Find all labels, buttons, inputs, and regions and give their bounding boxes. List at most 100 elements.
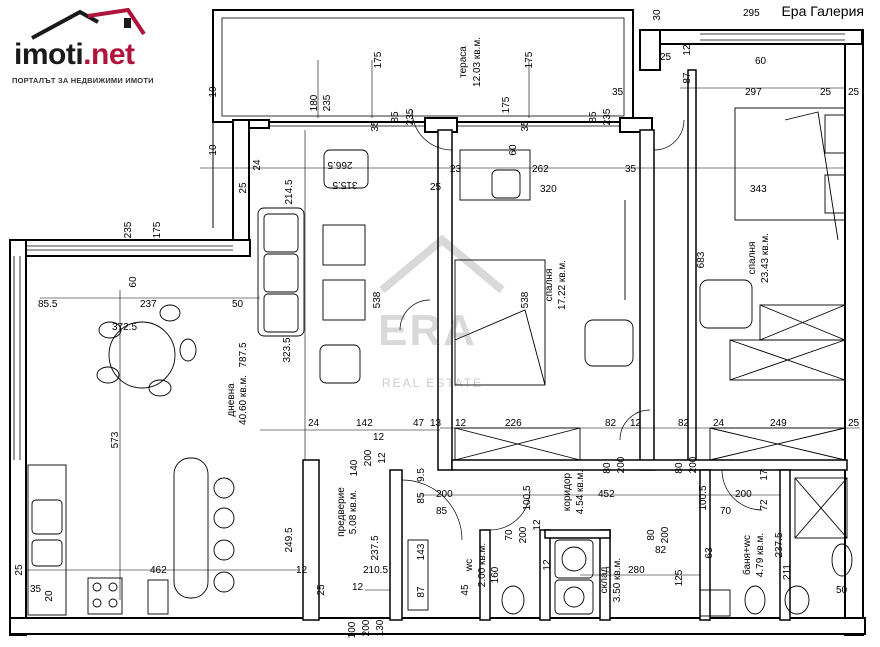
room-bath-name: баня+wc [741, 535, 753, 575]
dim-label: 343 [750, 184, 767, 195]
dim-label: 70 [720, 506, 732, 517]
dim-label: 87 [416, 586, 427, 598]
room-storage-name: склад [599, 566, 610, 593]
dim-label: 462 [150, 565, 167, 576]
dim-label: 200 [361, 619, 372, 636]
room-wc-area: 2.00 кв.м. [477, 543, 488, 587]
dim-label: 25 [238, 182, 249, 194]
dim-label: 297 [745, 87, 762, 98]
room-corridor-name: коридор [562, 472, 573, 511]
dim-label: 12 [682, 44, 693, 56]
dim-label: 72 [759, 499, 770, 511]
dim-label: 24 [308, 418, 320, 429]
dim-label: 80 [674, 462, 685, 474]
room-wc-name: wc [464, 559, 475, 572]
dim-label: 80 [646, 529, 657, 541]
dim-label: 130 [375, 619, 386, 636]
dim-label: 70 [504, 529, 515, 541]
dim-label: 323.5 [282, 337, 293, 362]
room-hall-name: предверие [336, 487, 347, 537]
dim-label: 35 [625, 164, 637, 175]
dim-label: 30 [652, 9, 663, 21]
room-terrace-name: тераса [458, 46, 469, 78]
dim-label: 125 [674, 569, 685, 586]
dim-label: 12 [532, 519, 543, 531]
door-swings [399, 109, 763, 541]
dim-label: 200 [363, 449, 374, 466]
dim-label: 175 [152, 221, 163, 238]
dim-label: 82 [605, 418, 617, 429]
dim-label: 175 [373, 51, 384, 68]
dim-label: 12 [455, 418, 467, 429]
dim-label: 87 [682, 72, 693, 84]
dim-label: 85 [416, 492, 427, 504]
dim-label: 100.5 [698, 485, 709, 510]
dim-label: 10 [208, 144, 219, 156]
dim-label: 538 [520, 291, 531, 308]
terrace-outline [212, 9, 634, 228]
dim-label: 85 [436, 506, 448, 517]
dim-label: 237 [140, 299, 157, 310]
dim-label: 235 [602, 108, 613, 125]
dim-label: 85.5 [38, 299, 58, 310]
room-bedroom2-name: спалня [747, 242, 758, 275]
dim-label: 211 [782, 564, 793, 580]
dim-label: 35 [612, 87, 624, 98]
dim-label: 315.5 [332, 179, 357, 190]
gallery-label: Ера Галерия [779, 3, 866, 19]
dim-label: 10 [208, 86, 219, 98]
dim-label: 47 [413, 418, 425, 429]
dim-label: 85 [588, 111, 599, 123]
dim-label: 100 [347, 621, 358, 638]
dim-label: 200 [436, 489, 453, 500]
dim-label: 237.5 [774, 532, 785, 557]
room-bath-area: 4.79 кв.м. [755, 533, 766, 577]
dim-label: 573 [110, 431, 121, 448]
dim-label: 280 [628, 565, 645, 576]
dim-label: 262 [532, 164, 549, 175]
dim-label: 25 [820, 87, 832, 98]
room-terrace-area: 12.03 кв.м. [472, 37, 483, 87]
dim-label: 295 [743, 8, 760, 19]
dim-label: 35 [30, 584, 42, 595]
dim-label: 50 [232, 299, 244, 310]
dim-label: 200 [735, 489, 752, 500]
dim-label: 180 [309, 94, 320, 111]
dim-label: 50 [836, 585, 848, 596]
dim-label: 24 [252, 159, 263, 171]
dim-label: 82 [655, 545, 667, 556]
dim-label: 200 [660, 526, 671, 543]
dim-label: 25 [316, 584, 327, 596]
room-corridor-area: 4.54 кв.м. [575, 470, 586, 514]
dim-label: 60 [755, 56, 767, 67]
dim-label: 320 [540, 184, 557, 195]
dim-label: 25 [660, 52, 672, 63]
dim-label: 452 [598, 489, 615, 500]
dim-label: 214.5 [284, 179, 295, 204]
bedroom1-furniture [454, 149, 634, 461]
dim-label: 63 [704, 547, 715, 559]
room-living-name: дневна [226, 383, 237, 417]
room-storage-area: 3.50 кв.м. [612, 558, 623, 602]
dim-label: 9.5 [416, 468, 427, 482]
era-watermark-icon [379, 234, 505, 294]
dim-label: 82 [678, 418, 690, 429]
wet-rooms [407, 477, 853, 617]
dim-label: 12 [373, 432, 385, 443]
dim-label: 235 [123, 221, 134, 238]
dim-label: 12 [352, 582, 364, 593]
dim-label: 12 [377, 452, 388, 464]
room-living-area: 40.60 кв.м. [238, 375, 249, 425]
dim-label: 12 [296, 565, 308, 576]
dim-label: 12 [630, 418, 642, 429]
dim-label: 12 [542, 559, 553, 571]
dim-label: 210.5 [363, 565, 388, 576]
dim-label: 249 [770, 418, 787, 429]
dim-label: 13 [430, 418, 442, 429]
dim-label: 45 [460, 584, 471, 596]
dim-label: 787.5 [238, 342, 249, 367]
dim-label: 538 [372, 291, 383, 308]
dim-label: 35 [370, 120, 381, 132]
dim-label: 100.5 [522, 485, 533, 510]
